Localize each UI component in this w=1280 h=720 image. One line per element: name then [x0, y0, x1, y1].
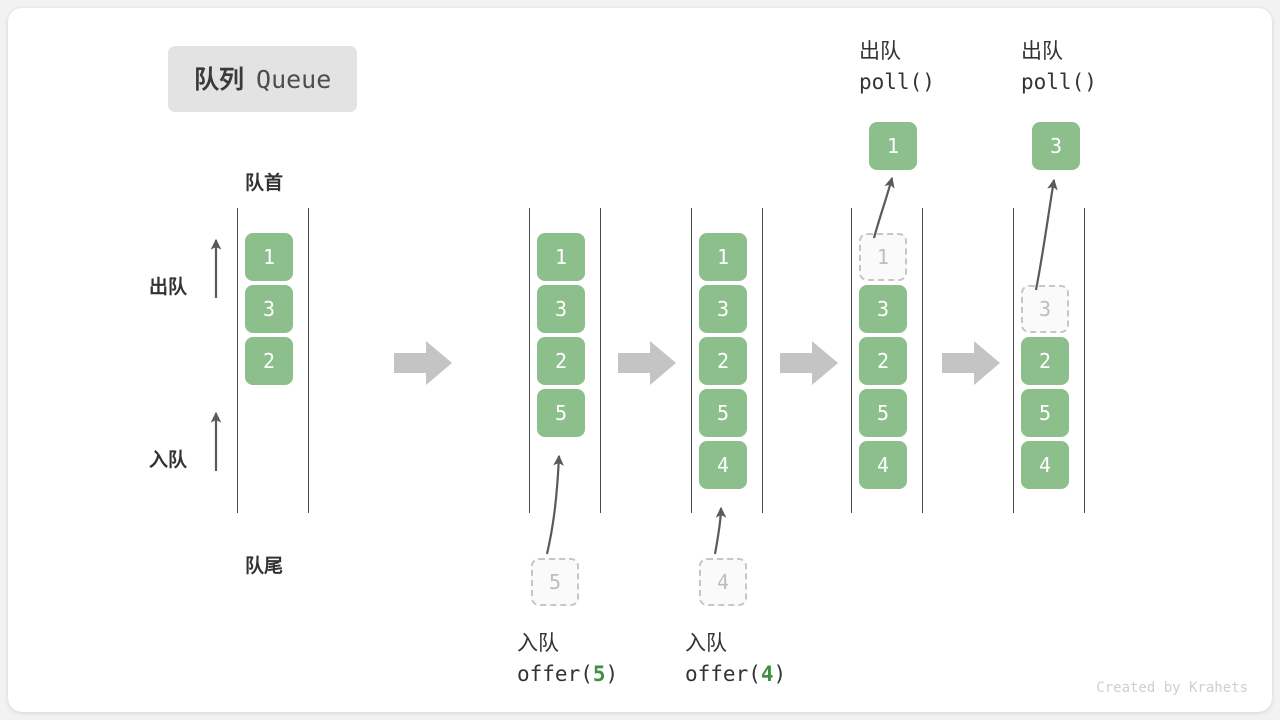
queue-cell: 3: [699, 285, 747, 333]
rail-right-offer-5: [600, 208, 601, 513]
pending-cell-5: 5: [531, 558, 579, 606]
queue-cell-removed: 3: [1021, 285, 1069, 333]
rail-left-poll-1: [851, 208, 852, 513]
output-cell-1: 1: [869, 122, 917, 170]
step-arrow-2: [618, 341, 676, 385]
rail-right-offer-4: [762, 208, 763, 513]
op-label-poll-3: 出队 poll(): [1021, 36, 1097, 98]
step-arrow-1: [394, 341, 452, 385]
step-arrow-3: [780, 341, 838, 385]
queue-column-poll-1: 1 3 2 5 4: [851, 208, 923, 513]
queue-column-offer-5: 1 3 2 5: [529, 208, 601, 513]
pending-cell-4: 4: [699, 558, 747, 606]
queue-cell: 1: [537, 233, 585, 281]
op-label-cn: 入队: [685, 632, 727, 655]
queue-cell: 4: [699, 441, 747, 489]
queue-column-poll-3: 3 2 5 4: [1013, 208, 1085, 513]
op-label-cn: 出队: [1021, 40, 1063, 63]
rail-left-offer-5: [529, 208, 530, 513]
op-label-cn: 出队: [859, 40, 901, 63]
queue-cell: 3: [859, 285, 907, 333]
title-cn: 队列: [194, 66, 245, 94]
enqueue-side-label: 入队: [149, 450, 188, 471]
op-label-code: offer(5): [517, 662, 619, 687]
queue-cell-removed: 1: [859, 233, 907, 281]
queue-cell: 2: [537, 337, 585, 385]
rail-left-poll-3: [1013, 208, 1014, 513]
rail-left-offer-4: [691, 208, 692, 513]
queue-cell: 5: [699, 389, 747, 437]
queue-cell: 2: [245, 337, 293, 385]
queue-cell: 5: [537, 389, 585, 437]
diagram-card: 队列 Queue 队首 队尾 出队 入队 1 3 2 1 3 2 5 5 入队 …: [8, 8, 1272, 712]
queue-column-initial: 1 3 2: [237, 208, 309, 513]
queue-cell: 4: [1021, 441, 1069, 489]
rail-right-initial: [308, 208, 309, 513]
queue-cell: 2: [699, 337, 747, 385]
queue-cell: 5: [859, 389, 907, 437]
op-label-cn: 入队: [517, 632, 559, 655]
queue-cell: 3: [245, 285, 293, 333]
queue-cell: 3: [537, 285, 585, 333]
rail-right-poll-3: [1084, 208, 1085, 513]
front-label: 队首: [245, 173, 284, 194]
queue-column-offer-4: 1 3 2 5 4: [691, 208, 763, 513]
queue-cell: 5: [1021, 389, 1069, 437]
queue-cell: 2: [1021, 337, 1069, 385]
output-cell-3: 3: [1032, 122, 1080, 170]
op-label-offer-4: 入队 offer(4): [685, 628, 786, 690]
op-label-code: offer(4): [685, 662, 787, 687]
op-label-code: poll(): [1021, 70, 1097, 95]
diagram-title-badge: 队列 Queue: [168, 46, 358, 112]
queue-cell: 4: [859, 441, 907, 489]
rail-left-initial: [237, 208, 238, 513]
title-en: Queue: [256, 65, 332, 94]
dequeue-side-label: 出队: [149, 277, 188, 298]
queue-cell: 1: [245, 233, 293, 281]
rail-right-poll-1: [922, 208, 923, 513]
step-arrow-4: [942, 341, 1000, 385]
queue-cell: 1: [699, 233, 747, 281]
op-label-poll-1: 出队 poll(): [859, 36, 935, 98]
queue-cell: 2: [859, 337, 907, 385]
insert-arrow-4: [713, 506, 727, 555]
rear-label: 队尾: [245, 556, 284, 577]
op-label-code: poll(): [859, 70, 935, 95]
op-label-offer-5: 入队 offer(5): [517, 628, 618, 690]
credit-text: Created by Krahets: [1096, 680, 1248, 696]
